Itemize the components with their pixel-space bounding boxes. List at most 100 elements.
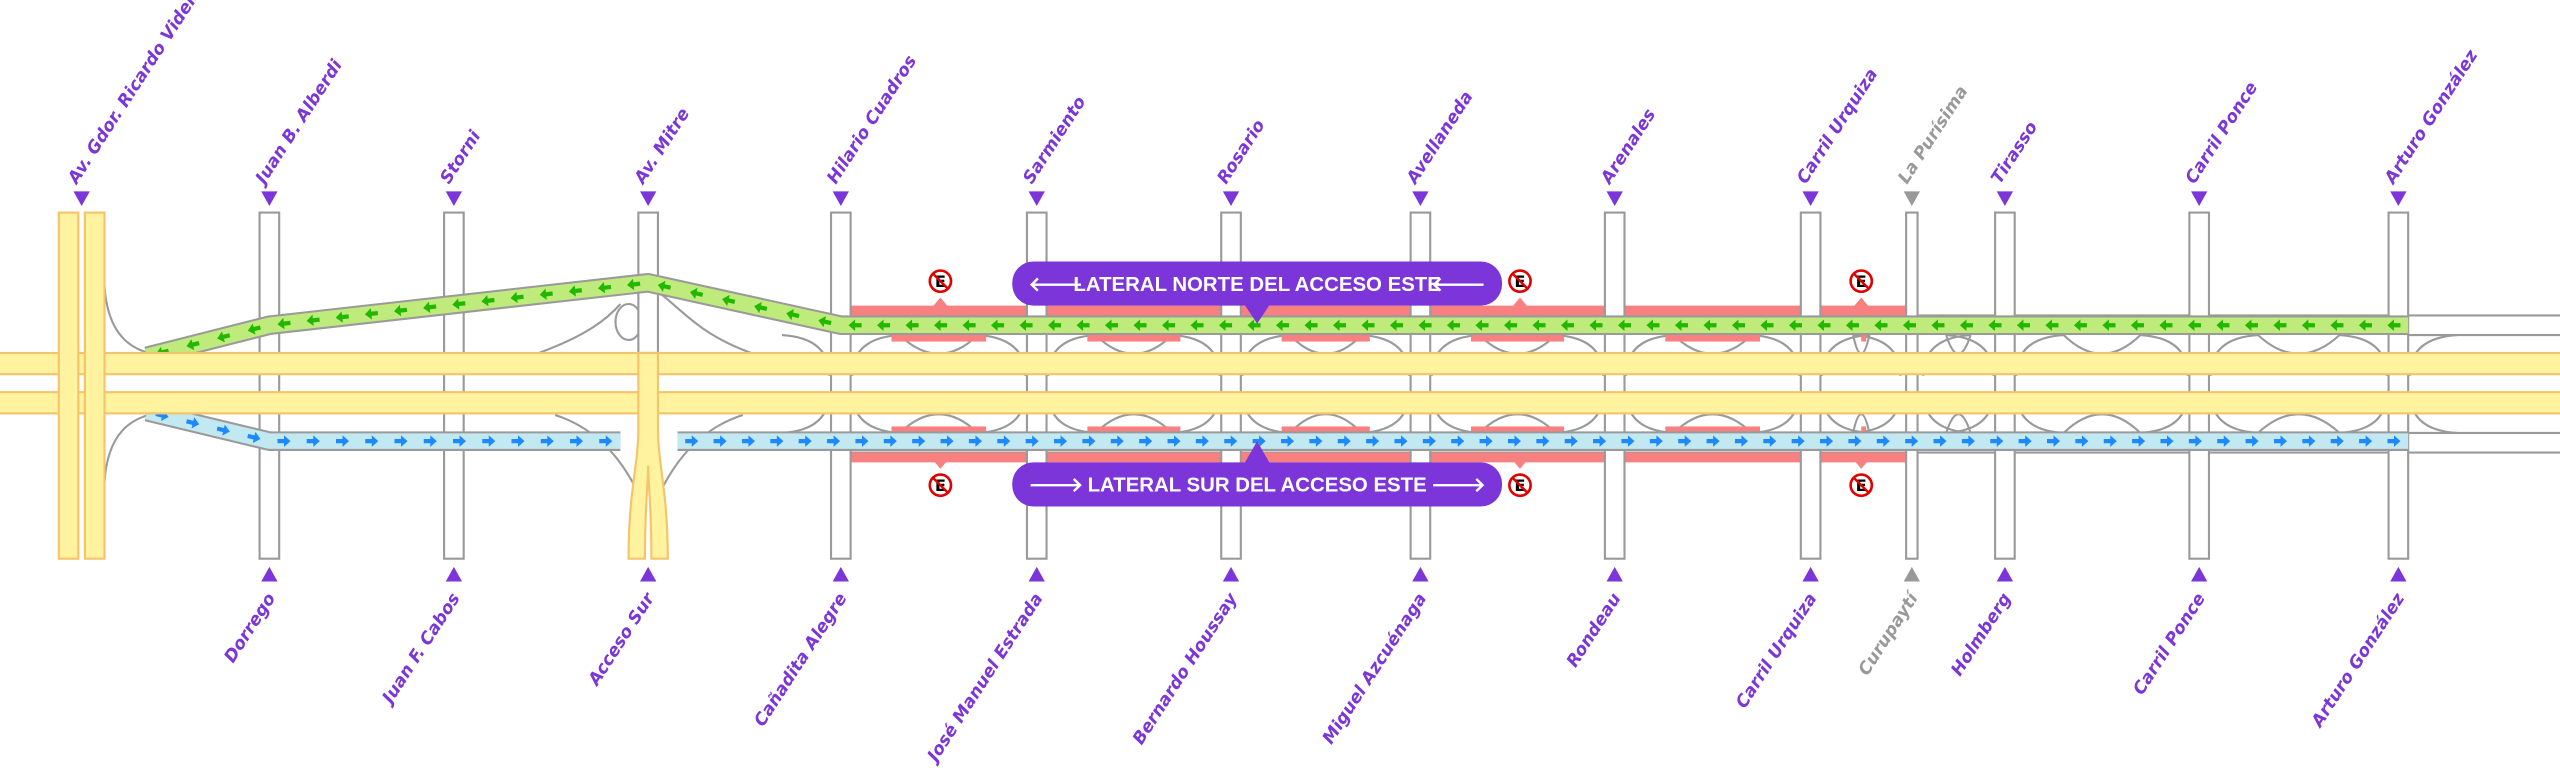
south-street-label: Juan F. Cabos [377, 590, 465, 710]
arrow-right-icon [968, 435, 982, 447]
north-street-label: Storni [436, 126, 485, 187]
arrow-left-icon [1646, 319, 1660, 331]
arrow-right-icon [1876, 435, 1890, 447]
arrow-left-icon [1162, 319, 1176, 331]
arrow-left-icon [1446, 319, 1461, 331]
south-street-label: Carril Urquiza [1732, 590, 1821, 712]
arrow-right-icon [1451, 435, 1465, 447]
arrow-left-icon [2187, 319, 2201, 331]
arrow-right-icon [1933, 435, 1947, 447]
arrow-right-icon [423, 435, 437, 447]
no-parking-zone-south-inner [891, 426, 987, 433]
arrow-right-icon [1110, 435, 1124, 447]
ramp-curve [538, 293, 752, 354]
arrow-left-icon [394, 304, 408, 317]
no-parking-zone-south-inner [1281, 426, 1370, 433]
arrow-left-icon [2016, 319, 2030, 331]
arrow-left-icon [1304, 319, 1318, 331]
arrow-right-icon [335, 435, 350, 447]
south-street-label: Holmberg [1947, 590, 2015, 680]
no-parking-pointer [1853, 459, 1870, 469]
no-parking-zone-north [1430, 305, 1605, 316]
arrow-right-icon [2103, 435, 2117, 447]
acceso-este-highway [0, 351, 2560, 415]
arrow-left-icon [335, 311, 349, 323]
arrow-left-icon: 🡐 [1431, 274, 1486, 296]
no-parking-icon: E [1508, 269, 1532, 294]
north-marker-icon [2390, 191, 2407, 207]
arrow-left-icon [1760, 319, 1774, 331]
arrow-right-icon [713, 435, 727, 447]
arrow-left-icon [1048, 319, 1062, 331]
arrow-left-icon [568, 285, 583, 297]
arrow-left-icon [2130, 319, 2144, 331]
arrow-left-icon [689, 287, 704, 299]
arrow-right-icon [1139, 435, 1153, 447]
highway-westbound [0, 351, 2560, 376]
no-parking-slash [1853, 477, 1870, 494]
arrow-left-icon [277, 317, 291, 330]
arrow-left-icon [991, 319, 1005, 331]
south-lateral [145, 404, 621, 449]
arrow-right-icon [1366, 435, 1380, 447]
south-marker-icon [1028, 566, 1045, 582]
callout-north-label: LATERAL NORTE DEL ACCESO ESTE [1073, 274, 1440, 296]
arrow-left-icon [217, 331, 231, 343]
north-street-label: Sarmiento [1019, 93, 1090, 188]
no-parking-zone-south [1046, 452, 1222, 463]
no-parking-slash [932, 477, 949, 494]
arrow-right-icon [2330, 435, 2344, 447]
north-marker-icon [832, 191, 849, 207]
arrow-left-icon [1389, 319, 1404, 331]
ramp-curve [2257, 334, 2341, 355]
south-street-label: Acceso Sur [584, 588, 660, 690]
north-street-label: Av. Mitre [630, 105, 695, 189]
no-parking-zone-north [1046, 305, 1222, 316]
arrow-right-icon [511, 435, 525, 447]
arrow-left-icon [2102, 319, 2116, 331]
arrow-right-icon [1309, 435, 1323, 447]
arrow-right-icon [1706, 435, 1720, 447]
south-marker-icon [1802, 566, 1819, 582]
no-parking-zone-north-inner [1665, 335, 1760, 342]
south-street-label: Miguel Azcuénaga [1319, 590, 1431, 748]
arrow-left-icon [1218, 319, 1233, 331]
arrow-left-icon [1503, 319, 1518, 331]
south-marker-icon [832, 566, 849, 582]
arrow-left-icon [2387, 319, 2401, 331]
south-street-label: Bernardo Houssay [1129, 589, 1242, 748]
arrow-right-icon [798, 435, 812, 447]
arrow-left-icon [1275, 319, 1290, 331]
arrow-left-icon [1190, 319, 1204, 331]
no-parking-slash [1511, 272, 1529, 290]
arrow-right-icon [1961, 435, 1975, 447]
arrow-right-icon [1734, 435, 1748, 447]
cross-streets [258, 211, 2410, 560]
arrow-right-icon [1990, 435, 2004, 447]
arrow-left-icon [786, 309, 800, 321]
south-street-label: Cañadita Alegre [750, 590, 851, 731]
south-street-label: José Manuel Estrada [922, 590, 1047, 768]
north-marker-icon [640, 191, 657, 207]
no-parking-zone-north-inner [1281, 335, 1370, 342]
arrow-left-icon [962, 319, 976, 331]
callout-north-pointer [1244, 304, 1271, 324]
arrow-left-icon [1560, 319, 1575, 331]
arrow-right-icon [1593, 435, 1607, 447]
arrow-left-icon [1019, 319, 1033, 331]
arrow-right-icon [2217, 435, 2231, 447]
no-parking-pointer [932, 459, 949, 469]
arrow-right-icon [452, 435, 467, 447]
south-marker-icon [1412, 566, 1429, 582]
no-parking-zone-north [1240, 305, 1411, 316]
arrow-right-icon [912, 435, 926, 447]
arrow-left-icon [1418, 319, 1432, 331]
arrow-left-icon [722, 294, 736, 307]
arrow-left-icon [1845, 319, 1859, 331]
arrow-left-icon [247, 323, 261, 335]
arrow-left-icon [1361, 319, 1375, 331]
no-parking-zone-south [850, 452, 1027, 463]
arrow-right-icon [2075, 435, 2089, 447]
no-parking-pointer [932, 297, 949, 308]
